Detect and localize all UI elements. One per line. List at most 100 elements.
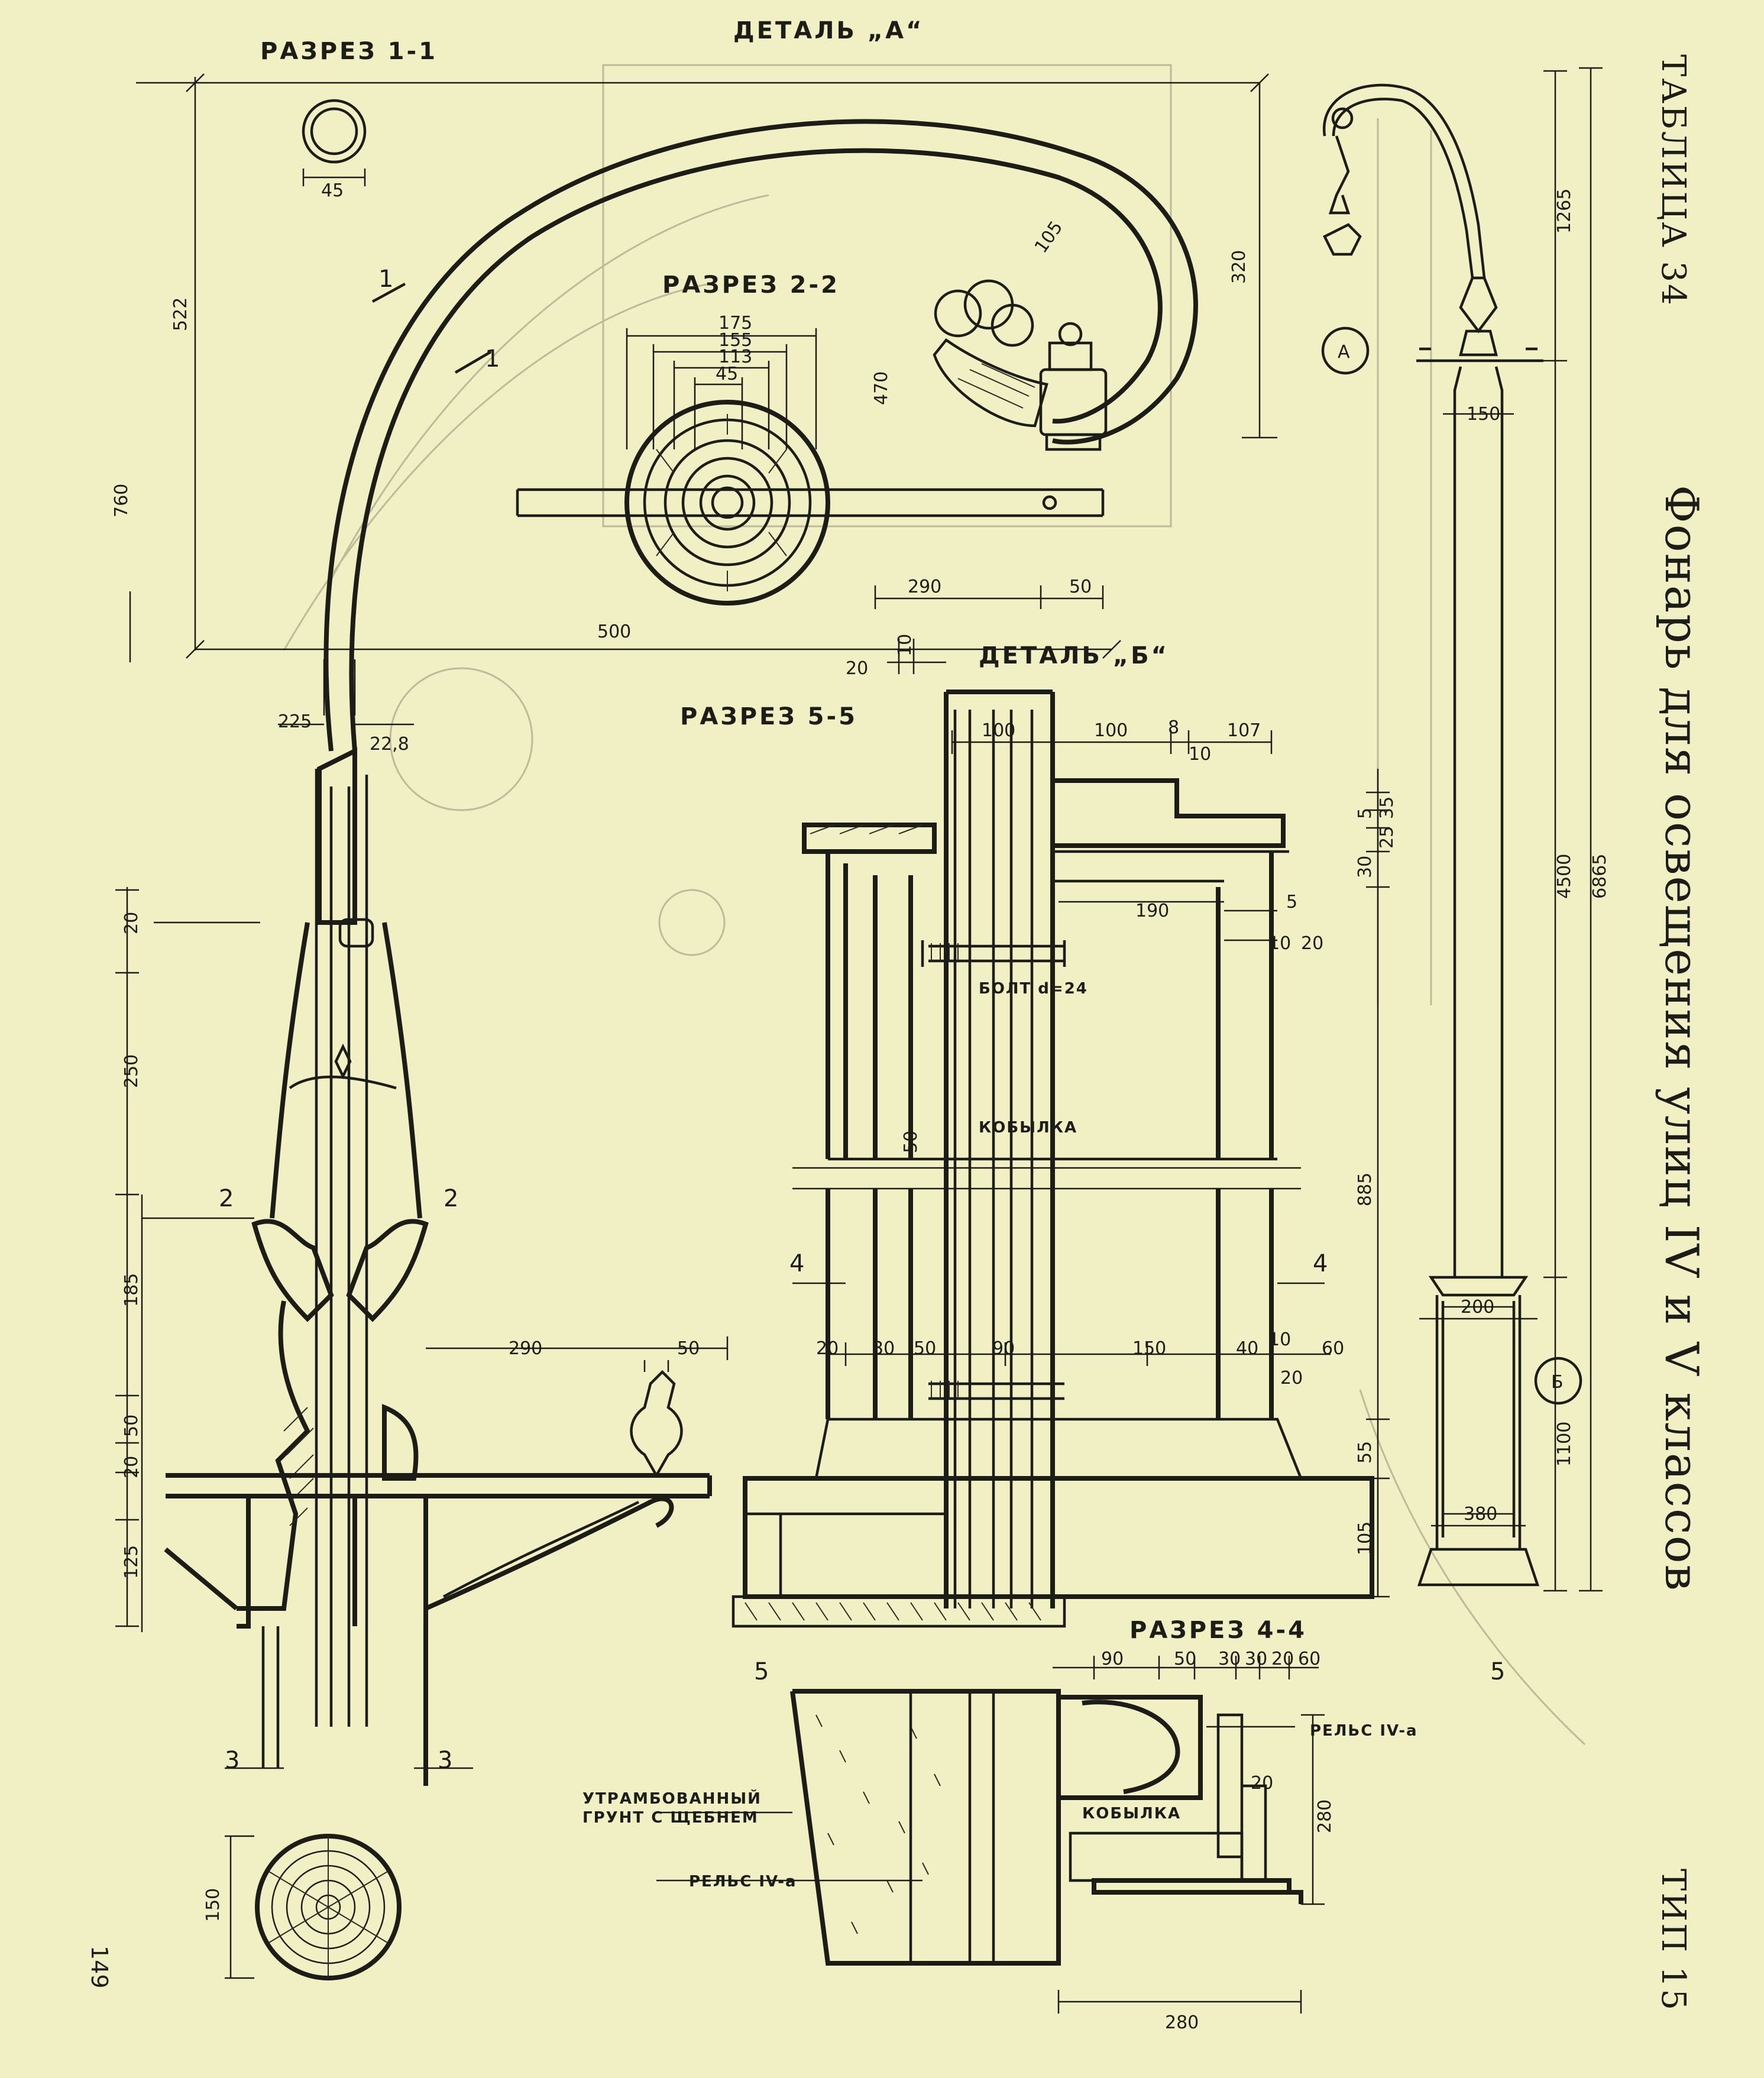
section-mark-1a: 1 <box>378 266 393 293</box>
dim-b-8: 8 <box>1168 717 1179 738</box>
dim-s-20: 20 <box>1271 1649 1294 1669</box>
bolt-label: БОЛТ d=24 <box>979 980 1088 998</box>
soil-label-line1: УТРАМБОВАННЫЙ <box>582 1789 762 1808</box>
dim-185: 185 <box>121 1273 142 1307</box>
detail-b-label: ДЕТАЛЬ „Б“ <box>979 642 1169 669</box>
table-number: ТАБЛИЦА 34 <box>1654 54 1692 307</box>
dim-e-6865: 6865 <box>1590 854 1610 899</box>
section-mark-2l: 2 <box>219 1185 234 1212</box>
dim-r-55: 55 <box>1355 1441 1375 1464</box>
dim-b-50: 50 <box>901 1131 921 1153</box>
dim-225: 225 <box>278 711 312 732</box>
dim-r-35: 35 <box>1377 797 1397 819</box>
dim-20-left-b: 20 <box>121 1456 142 1478</box>
section-4-4-drawing <box>656 1656 1325 2014</box>
dim-e-1100: 1100 <box>1554 1422 1575 1467</box>
dim-522: 522 <box>170 297 191 331</box>
section-mark-1b: 1 <box>485 345 500 373</box>
dim-22-8: 22,8 <box>370 734 409 755</box>
dim-113: 113 <box>718 347 752 367</box>
page-number: 149 <box>86 1946 112 1989</box>
kobylka-label-upper: КОБЫЛКА <box>979 1119 1077 1137</box>
dim-50-mid: 50 <box>677 1338 700 1359</box>
dim-b-10c: 10 <box>1268 1329 1291 1350</box>
section-2-2-label: РАЗРЕЗ 2-2 <box>662 271 840 299</box>
dim-b-100a: 100 <box>982 720 1015 741</box>
dim-e-1265: 1265 <box>1554 189 1575 234</box>
section-4-4-label: РАЗРЕЗ 4-4 <box>1129 1617 1307 1644</box>
section-1-1-label: РАЗРЕЗ 1-1 <box>260 38 438 65</box>
dim-s-280-vertical: 280 <box>1315 1799 1335 1833</box>
dim-b-190: 190 <box>1135 901 1169 921</box>
dim-290-mid: 290 <box>509 1338 542 1359</box>
section-mark-4l: 4 <box>789 1250 804 1277</box>
dim-s-20-inner: 20 <box>1251 1773 1273 1794</box>
dim-s-90: 90 <box>1101 1649 1124 1669</box>
dim-s-30b: 30 <box>1245 1649 1267 1669</box>
dim-b-60: 60 <box>1322 1338 1344 1359</box>
dim-ring-45: 45 <box>321 180 344 201</box>
sheet-title: Фонарь для освещения улиц IV и V классов <box>1655 485 1708 1592</box>
detail-b-drawing <box>732 690 1390 1628</box>
rail-label-right: РЕЛЬС IV-а <box>1310 1722 1418 1740</box>
callout-b: Б <box>1551 1372 1564 1393</box>
section-mark-5r: 5 <box>1490 1658 1505 1685</box>
dim-320: 320 <box>1229 250 1250 284</box>
dim-175: 175 <box>718 313 752 334</box>
dim-250: 250 <box>121 1054 142 1088</box>
dim-470: 470 <box>871 371 892 405</box>
dim-20-left: 20 <box>121 912 142 934</box>
bracket-drawing <box>115 73 1277 1980</box>
section-mark-4r: 4 <box>1313 1250 1328 1277</box>
dim-b-107: 107 <box>1227 720 1261 741</box>
dim-e-4500: 4500 <box>1554 854 1575 899</box>
dim-b-90: 90 <box>992 1338 1015 1359</box>
section-mark-5l: 5 <box>754 1658 769 1685</box>
dim-r-885: 885 <box>1355 1173 1375 1206</box>
dim-s-60: 60 <box>1298 1649 1320 1669</box>
rail-label-left: РЕЛЬС IV-а <box>689 1873 797 1891</box>
dim-e-150: 150 <box>1467 404 1500 425</box>
dim-b-100b: 100 <box>1094 720 1128 741</box>
dim-105: 105 <box>1031 218 1067 257</box>
dim-r-105: 105 <box>1355 1522 1375 1555</box>
lamp-fitting <box>933 279 1108 451</box>
callout-a: А <box>1338 342 1350 362</box>
dim-50-left: 50 <box>121 1415 142 1437</box>
soil-label-line2: ГРУНТ С ЩЕБНЕМ <box>582 1809 759 1827</box>
dim-45-inner: 45 <box>716 364 738 384</box>
detail-a-label: ДЕТАЛЬ „А“ <box>733 17 924 44</box>
type-number: ТИП 15 <box>1654 1869 1692 2012</box>
dim-b-10a: 10 <box>1189 744 1211 765</box>
dim-150-left: 150 <box>203 1888 224 1922</box>
kobylka-label-lower: КОБЫЛКА <box>1082 1805 1181 1823</box>
dim-s-280-horizontal: 280 <box>1165 2012 1199 2033</box>
dim-e-380: 380 <box>1464 1504 1497 1524</box>
dim-125: 125 <box>121 1545 142 1579</box>
section-mark-3l: 3 <box>225 1747 239 1774</box>
reverse-page-ghost <box>283 64 1586 1746</box>
section-mark-2r: 2 <box>444 1185 458 1212</box>
dim-b-5: 5 <box>1286 892 1297 912</box>
dim-s-50: 50 <box>1174 1649 1196 1669</box>
dim-r-30: 30 <box>1355 856 1375 878</box>
dim-r-25: 25 <box>1377 826 1397 849</box>
dim-155: 155 <box>718 330 752 351</box>
dim-290-top: 290 <box>908 577 941 597</box>
section-2-2 <box>516 328 1105 674</box>
dim-b-50b: 50 <box>914 1338 936 1359</box>
dim-b-30: 30 <box>872 1338 895 1359</box>
dim-b-40: 40 <box>1236 1338 1258 1359</box>
dim-50-top: 50 <box>1069 577 1092 597</box>
dim-20-top: 20 <box>846 658 868 679</box>
elevation-drawing <box>1321 67 1603 1592</box>
dim-b-20b: 20 <box>1280 1368 1303 1388</box>
dim-s-30a: 30 <box>1218 1649 1241 1669</box>
dim-b-10b: 10 <box>1268 933 1291 954</box>
dim-r-5: 5 <box>1355 808 1375 819</box>
dim-500: 500 <box>597 622 631 642</box>
column-head <box>115 659 729 1980</box>
dim-b-20-left: 20 <box>816 1338 839 1359</box>
